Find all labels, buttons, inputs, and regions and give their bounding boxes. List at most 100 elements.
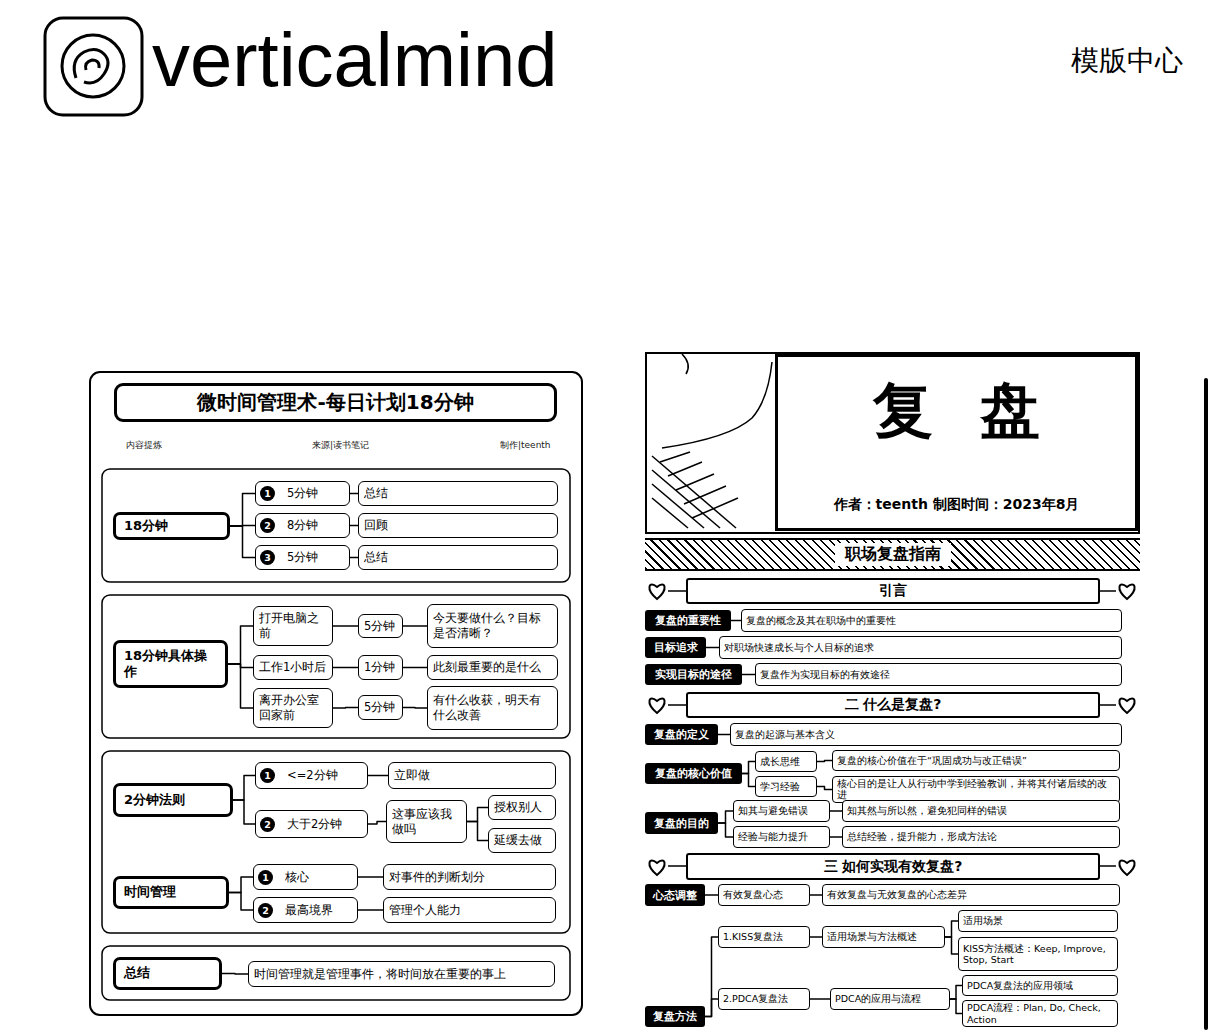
branch-box: 5分钟 bbox=[358, 614, 403, 638]
laptop-illustration bbox=[652, 354, 772, 528]
meta-text: 制作|teenth bbox=[500, 441, 551, 451]
topic-box: 知其与避免错误 bbox=[733, 800, 830, 822]
node-text: 授权别人 bbox=[494, 800, 542, 815]
topic-box: PDCA的应用与流程 bbox=[830, 988, 950, 1010]
topic-box: 有效复盘心态 bbox=[718, 884, 810, 906]
poster-title-panel: 复 盘作者：teenth 制图时间：2023年8月 bbox=[775, 354, 1138, 531]
branch-box: 总结 bbox=[358, 545, 558, 570]
sketch-line bbox=[652, 470, 720, 528]
connector bbox=[467, 822, 488, 841]
node-text: 延缓去做 bbox=[494, 833, 542, 848]
root-topic: 总结 bbox=[113, 957, 222, 990]
connector bbox=[817, 761, 832, 762]
node-text: 总结 bbox=[364, 486, 388, 501]
node-text: 8分钟 bbox=[287, 518, 318, 533]
node-text: PDCA复盘法的应用领域 bbox=[967, 980, 1073, 991]
connector bbox=[222, 973, 248, 975]
connector bbox=[718, 823, 733, 837]
node-text: 职场复盘指南 bbox=[835, 543, 951, 566]
category-tag: 复盘的定义 bbox=[645, 724, 718, 745]
node-text: 经验与能力提升 bbox=[738, 831, 808, 842]
connector bbox=[950, 999, 962, 1014]
node-text: 工作1小时后 bbox=[259, 660, 326, 675]
topic-box: PDCA流程：Plan, Do, Check, Action bbox=[962, 1000, 1118, 1027]
topic-box: 复盘的起源与基本含义 bbox=[730, 723, 1122, 746]
node-text: 管理个人能力 bbox=[389, 903, 461, 918]
callout-number: 2 bbox=[260, 817, 275, 832]
category-tag: 复盘方法 bbox=[645, 1006, 705, 1027]
node-text: 回顾 bbox=[364, 518, 388, 533]
node-text: 复盘的定义 bbox=[654, 728, 709, 741]
connector bbox=[350, 557, 358, 559]
heart bbox=[1119, 861, 1134, 875]
node-text: 5分钟 bbox=[364, 619, 395, 634]
sketch-line bbox=[652, 484, 704, 528]
node-text: 三 如何实现有效复盘? bbox=[824, 858, 963, 876]
callout-number: 1 bbox=[260, 768, 275, 783]
connector bbox=[742, 774, 755, 787]
logo-icon bbox=[45, 18, 142, 115]
connector bbox=[368, 822, 386, 825]
node-text: 知其然与所以然，避免犯同样的错误 bbox=[847, 805, 1007, 816]
section-frame bbox=[102, 595, 570, 738]
node-text: 今天要做什么？目标是否清晰？ bbox=[433, 611, 552, 641]
node-text: 最高境界 bbox=[285, 903, 333, 918]
logo-ring bbox=[62, 35, 124, 97]
topic-box: 经验与能力提升 bbox=[733, 826, 830, 848]
connector bbox=[467, 808, 488, 822]
branch-box: 1分钟 bbox=[358, 655, 403, 680]
branch-box: 总结 bbox=[358, 481, 558, 506]
heart bbox=[649, 585, 664, 599]
topic-box: 复盘的核心价值在于“巩固成功与改正错误” bbox=[832, 750, 1120, 771]
poster-title: 复 盘 bbox=[873, 377, 1040, 443]
node-text: 总结经验，提升能力，形成方法论 bbox=[847, 831, 997, 842]
node-text: 总结 bbox=[364, 550, 388, 565]
node-text: 核心目的是让人从行动中学到经验教训，并将其付诸后续的改进 bbox=[837, 778, 1115, 801]
category-tag: 复盘的核心价值 bbox=[645, 763, 742, 784]
branch-box: 立即做 bbox=[388, 762, 556, 789]
node-text: 此刻最重要的是什么 bbox=[433, 660, 541, 675]
node-text: 2.PDCA复盘法 bbox=[723, 993, 788, 1004]
connector bbox=[228, 664, 253, 708]
title-box: 微时间管理术-每日计划18分钟 bbox=[114, 383, 557, 422]
node-text: 对职场快速成长与个人目标的追求 bbox=[724, 642, 874, 653]
topic-box: 总结经验，提升能力，形成方法论 bbox=[842, 826, 1120, 848]
node-text: 5分钟 bbox=[287, 550, 318, 565]
node-text: 有效复盘心态 bbox=[723, 889, 783, 900]
connector bbox=[350, 525, 358, 527]
section-frame bbox=[102, 469, 570, 582]
branch-box: 5分钟 bbox=[358, 695, 403, 720]
branch-box: 时间管理就是管理事件，将时间放在重要的事上 bbox=[248, 961, 555, 987]
category-tag: 复盘的重要性 bbox=[645, 610, 731, 631]
section-header: 三 如何实现有效复盘? bbox=[686, 853, 1100, 880]
callout-number: 2 bbox=[258, 903, 273, 918]
brand-name: verticalmind bbox=[152, 18, 557, 102]
topic-box: 核心目的是让人从行动中学到经验教训，并将其付诸后续的改进 bbox=[832, 776, 1120, 803]
numbered-box: 1核心 bbox=[253, 864, 358, 890]
node-text: 适用场景与方法概述 bbox=[827, 931, 917, 942]
connector bbox=[945, 937, 958, 954]
poster-frame bbox=[646, 353, 1139, 533]
connector bbox=[368, 775, 388, 777]
node-text: 成长思维 bbox=[760, 756, 800, 767]
heart bbox=[1119, 585, 1134, 599]
branch-box: 打开电脑之前 bbox=[253, 606, 333, 646]
node-text: 核心 bbox=[285, 870, 309, 885]
connector bbox=[817, 787, 832, 790]
node-text: 18分钟 bbox=[124, 518, 168, 534]
connector bbox=[706, 647, 719, 649]
connector bbox=[229, 877, 253, 893]
node-text: 实现目标的途径 bbox=[655, 668, 732, 681]
node-text: 1分钟 bbox=[364, 660, 395, 675]
connector bbox=[945, 921, 958, 937]
section-frame bbox=[102, 751, 570, 933]
connector bbox=[810, 894, 822, 896]
branch-box: 授权别人 bbox=[488, 795, 556, 820]
numbered-box: 15分钟 bbox=[255, 481, 350, 506]
node-text: 复盘作为实现目标的有效途径 bbox=[760, 669, 890, 680]
node-text: 学习经验 bbox=[760, 781, 800, 792]
connector bbox=[233, 776, 255, 801]
heart bbox=[649, 861, 664, 875]
node-text: 这事应该我做吗 bbox=[392, 807, 461, 837]
node-text: <=2分钟 bbox=[287, 768, 338, 783]
